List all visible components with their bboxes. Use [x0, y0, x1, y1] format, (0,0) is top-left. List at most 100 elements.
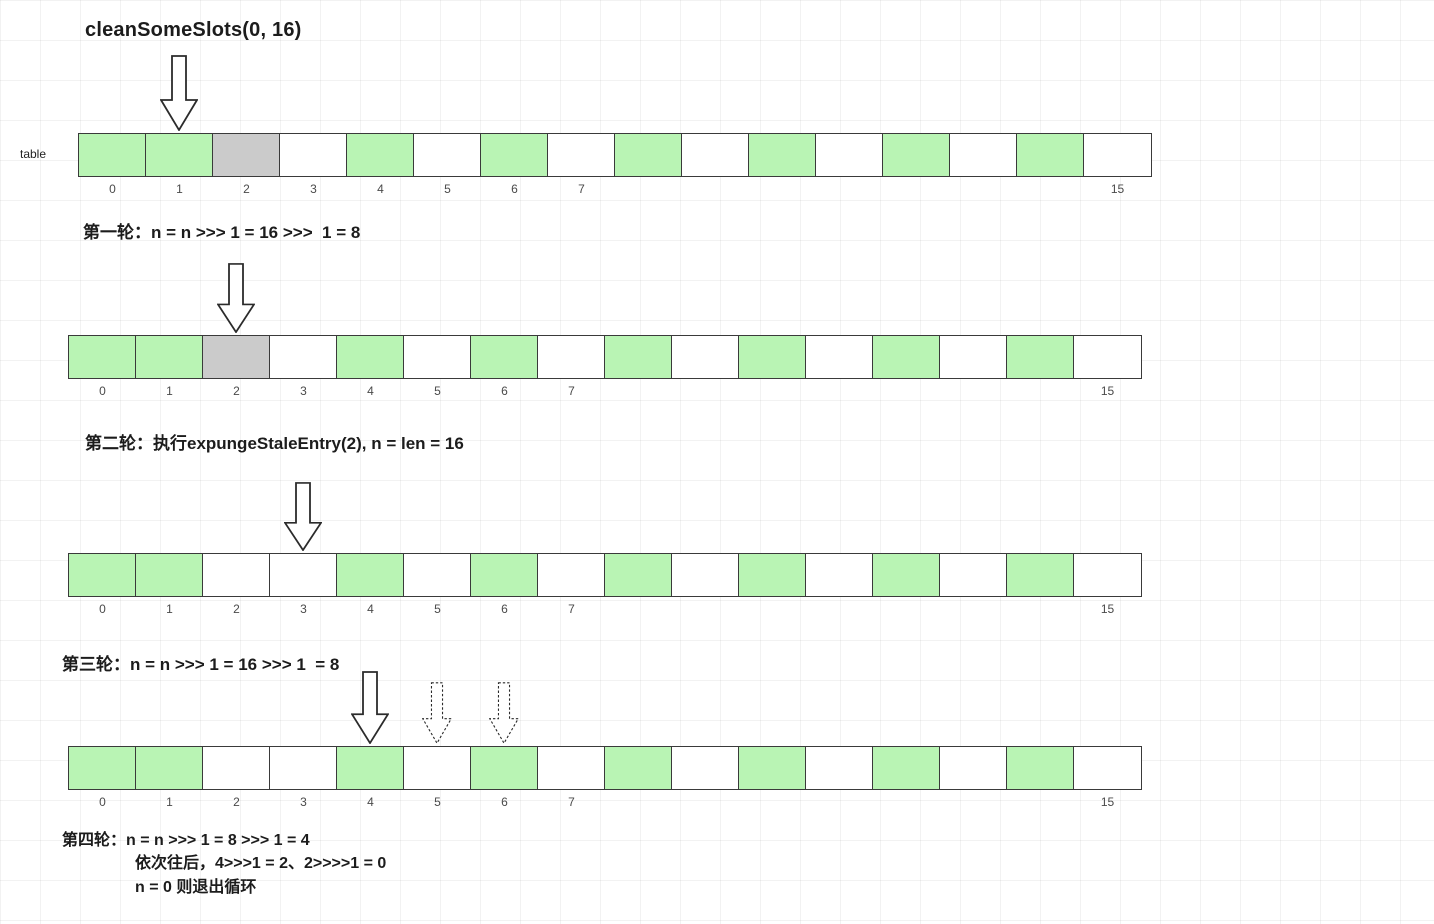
index-label [1007, 602, 1074, 616]
index-label: 7 [578, 182, 585, 196]
cell-0-8-filled [615, 134, 682, 176]
index-label: 3 [310, 182, 317, 196]
round3-caption: 第三轮：n = n >>> 1 = 16 >>> 1 = 8 [62, 655, 340, 674]
index-label: 3 [300, 795, 307, 809]
index-label: 15 [1110, 182, 1125, 196]
cell-1-0-filled [69, 336, 136, 378]
index-label [806, 602, 873, 616]
cell-3-6-filled [471, 747, 538, 789]
cell-1-1-filled [136, 336, 203, 378]
index-label [739, 384, 806, 398]
index-label [739, 602, 806, 616]
index-label: 4 [367, 384, 374, 398]
round1-caption: 第一轮：n = n >>> 1 = 16 >>> 1 = 8 [83, 223, 361, 242]
index-label: 0 [109, 182, 116, 196]
cell-1-15-empty [1074, 336, 1141, 378]
cell-3-3-empty [270, 747, 337, 789]
index-label: 6 [501, 795, 508, 809]
cell-3-10-filled [739, 747, 806, 789]
index-label [940, 795, 1007, 809]
cell-2-10-filled [739, 554, 806, 596]
index-label: 5 [444, 182, 451, 196]
cell-2-2-empty [203, 554, 270, 596]
cell-2-5-empty [404, 554, 471, 596]
index-label: 1 [176, 182, 183, 196]
cell-3-1-filled [136, 747, 203, 789]
cell-0-13-empty [950, 134, 1017, 176]
index-label: 0 [99, 384, 106, 398]
cell-2-4-filled [337, 554, 404, 596]
index-label: 3 [300, 602, 307, 616]
index-label: 0 [99, 602, 106, 616]
index-label: 4 [367, 795, 374, 809]
index-label: 7 [568, 384, 575, 398]
cell-1-12-filled [873, 336, 940, 378]
index-label [1007, 384, 1074, 398]
cell-2-1-filled [136, 554, 203, 596]
cell-0-3-empty [280, 134, 347, 176]
index-label: 4 [367, 602, 374, 616]
cell-3-9-empty [672, 747, 739, 789]
cell-1-5-empty [404, 336, 471, 378]
index-label: 5 [434, 795, 441, 809]
cell-3-12-filled [873, 747, 940, 789]
index-label [615, 182, 682, 196]
cell-2-9-empty [672, 554, 739, 596]
array-row-3 [68, 553, 1142, 597]
cell-1-6-filled [471, 336, 538, 378]
cell-0-11-empty [816, 134, 883, 176]
cell-2-3-empty [270, 554, 337, 596]
index-label [1007, 795, 1074, 809]
index-label [816, 182, 883, 196]
cell-0-10-filled [749, 134, 816, 176]
round4-caption-line1: 第四轮：n = n >>> 1 = 8 >>> 1 = 4 [62, 832, 310, 849]
cell-1-7-empty [538, 336, 605, 378]
cell-1-2-stale [203, 336, 270, 378]
cell-1-11-empty [806, 336, 873, 378]
index-label [682, 182, 749, 196]
index-label [950, 182, 1017, 196]
cell-1-4-filled [337, 336, 404, 378]
index-label: 0 [99, 795, 106, 809]
index-label: 2 [233, 602, 240, 616]
cell-3-14-filled [1007, 747, 1074, 789]
index-label: 15 [1100, 384, 1115, 398]
index-label: 6 [501, 602, 508, 616]
cell-0-14-filled [1017, 134, 1084, 176]
cell-0-7-empty [548, 134, 615, 176]
cell-1-9-empty [672, 336, 739, 378]
cell-3-11-empty [806, 747, 873, 789]
cell-2-7-empty [538, 554, 605, 596]
index-label: 15 [1100, 602, 1115, 616]
index-label [883, 182, 950, 196]
cell-0-9-empty [682, 134, 749, 176]
cell-3-0-filled [69, 747, 136, 789]
index-label: 2 [233, 384, 240, 398]
index-label [940, 602, 1007, 616]
cell-1-14-filled [1007, 336, 1074, 378]
index-label: 4 [377, 182, 384, 196]
index-label [672, 384, 739, 398]
index-label [806, 795, 873, 809]
round4-caption-line2: 依次往后，4>>>1 = 2、2>>>>1 = 0 [135, 855, 387, 872]
cell-2-12-filled [873, 554, 940, 596]
index-label: 3 [300, 384, 307, 398]
round2-caption: 第二轮：执行expungeStaleEntry(2), n = len = 16 [85, 434, 464, 453]
cell-1-10-filled [739, 336, 806, 378]
cell-1-13-empty [940, 336, 1007, 378]
array-row-2 [68, 335, 1142, 379]
table-label: table [20, 147, 47, 161]
down-arrow-icon [158, 55, 199, 132]
index-label [605, 795, 672, 809]
down-arrow-icon [282, 482, 323, 552]
cell-3-8-filled [605, 747, 672, 789]
index-label [605, 602, 672, 616]
cell-0-12-filled [883, 134, 950, 176]
cell-3-13-empty [940, 747, 1007, 789]
index-label [873, 384, 940, 398]
array-row-1 [78, 133, 1152, 177]
